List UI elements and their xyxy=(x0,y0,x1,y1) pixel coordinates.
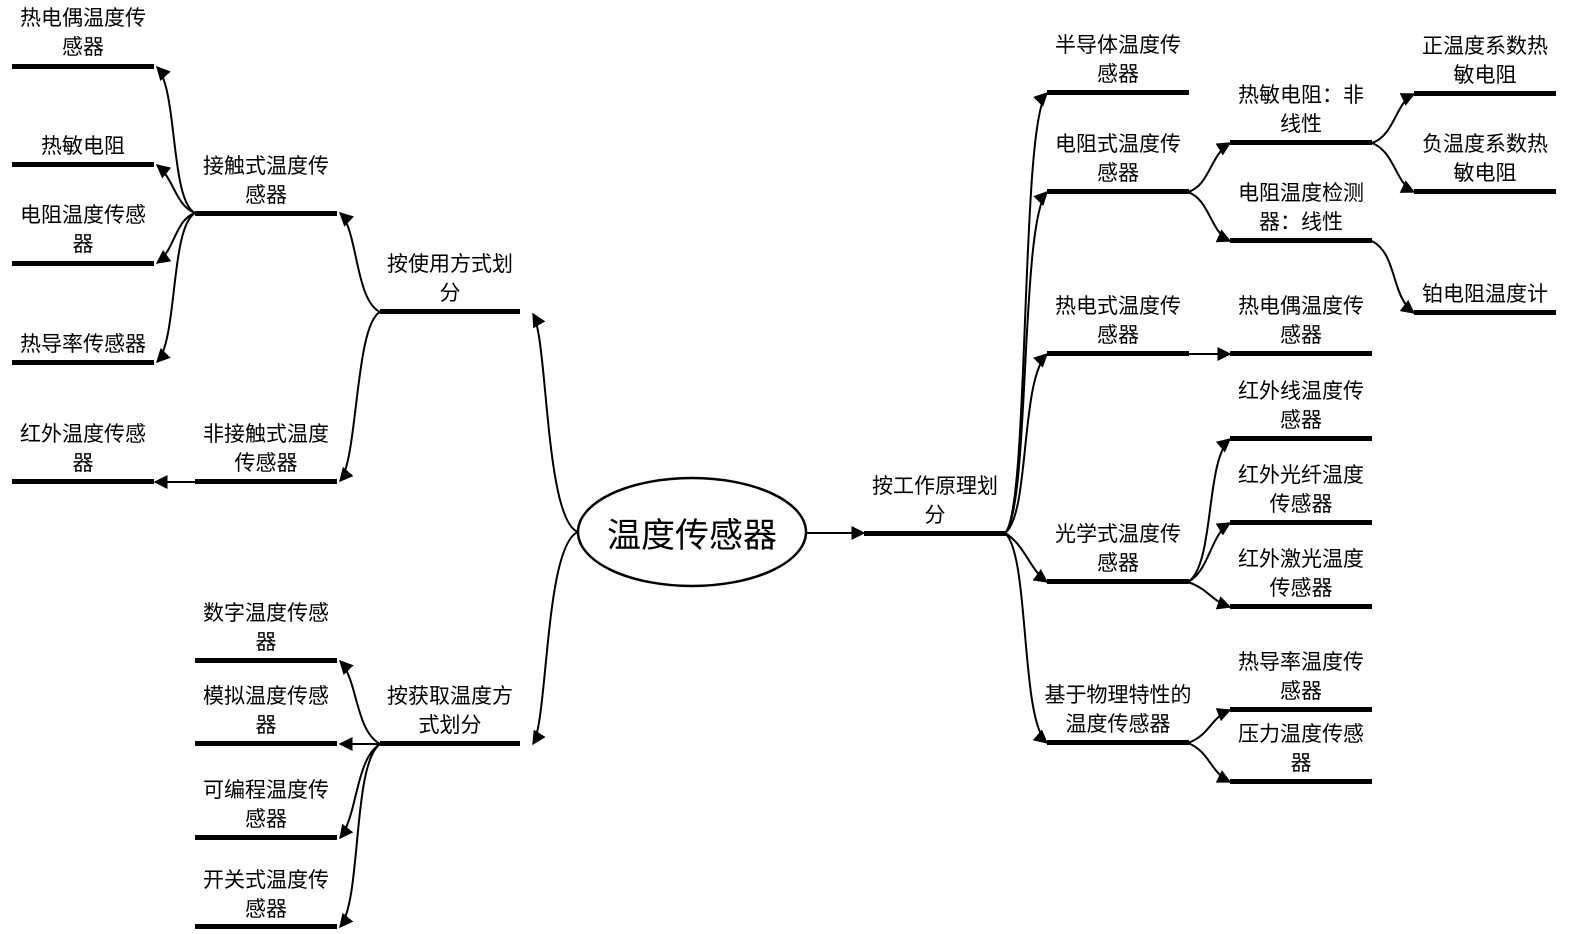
noncontact-child-bar-0 xyxy=(12,479,154,484)
link-contact-c1 xyxy=(156,65,196,214)
acq-child-bar-0 xyxy=(195,658,337,663)
contact-child-label-0: 热电偶温度传感器 xyxy=(20,6,146,59)
resistive-bar xyxy=(1047,189,1189,194)
acq-child-bar-2 xyxy=(195,835,337,840)
link-prin-res xyxy=(1004,190,1048,534)
optical-child-bar-0 xyxy=(1230,436,1372,441)
link-phys-c1 xyxy=(1187,708,1232,744)
link-root-usage xyxy=(532,312,579,533)
thermocouple-bar xyxy=(1230,351,1372,356)
link-phys-c2 xyxy=(1187,742,1232,783)
physical-bar xyxy=(1047,740,1189,745)
noncontact-label: 非接触式温度传感器 xyxy=(203,422,329,475)
link-prin-phys xyxy=(1004,532,1049,744)
noncontact-bar xyxy=(195,479,337,484)
link-opt-c2 xyxy=(1187,522,1232,583)
optical-label: 光学式温度传感器 xyxy=(1055,522,1181,575)
noncontact-child-label-0: 红外温度传感器 xyxy=(20,422,146,475)
optical-child-label-0: 红外线温度传感器 xyxy=(1238,379,1364,432)
thermistor-label: 热敏电阻：非线性 xyxy=(1238,83,1364,136)
acq-child-label-0: 数字温度传感器 xyxy=(203,601,329,654)
physical-child-label-1: 压力温度传感器 xyxy=(1238,722,1364,775)
link-prin-opt xyxy=(1004,532,1049,583)
platinum-bar xyxy=(1414,310,1556,315)
usage-bar xyxy=(380,309,520,314)
contact-bar xyxy=(195,211,337,216)
thermistor-bar xyxy=(1230,140,1372,145)
link-acq-c3 xyxy=(339,743,381,840)
optical-child-bar-1 xyxy=(1230,520,1372,525)
acquisition-bar xyxy=(380,741,520,746)
principle-bar xyxy=(864,531,1006,536)
physical-label: 基于物理特性的温度传感器 xyxy=(1044,683,1192,736)
contact-child-bar-3 xyxy=(12,360,154,365)
link-opt-c3 xyxy=(1187,581,1232,610)
physical-child-bar-0 xyxy=(1230,707,1372,712)
link-contact-c4 xyxy=(156,212,196,364)
contact-label: 接触式温度传感器 xyxy=(203,154,329,207)
link-res-thermistor xyxy=(1187,142,1232,193)
contact-child-label-3: 热导率传感器 xyxy=(20,332,146,356)
contact-child-bar-2 xyxy=(12,261,154,266)
rtd-label: 电阻温度检测器：线性 xyxy=(1238,181,1364,234)
contact-child-label-2: 电阻温度传感器 xyxy=(20,203,146,256)
optical-child-label-1: 红外光纤温度传感器 xyxy=(1238,463,1364,516)
root-node-label: 温度传感器 xyxy=(607,515,777,556)
contact-child-bar-0 xyxy=(12,64,154,69)
semiconductor-bar xyxy=(1047,90,1189,95)
link-res-rtd xyxy=(1187,191,1232,243)
ntc-bar xyxy=(1414,189,1556,194)
link-therm-ptc xyxy=(1371,93,1416,144)
physical-child-bar-1 xyxy=(1230,779,1372,784)
link-usage-contact xyxy=(338,212,381,313)
link-therm-ntc xyxy=(1371,142,1416,193)
contact-child-bar-1 xyxy=(12,162,154,167)
link-root-acquisition xyxy=(532,531,579,746)
optical-child-bar-2 xyxy=(1230,604,1372,609)
link-prin-thermo xyxy=(1004,353,1049,534)
usage-label: 按使用方式划分 xyxy=(387,252,513,305)
thermoelectric-label: 热电式温度传感器 xyxy=(1055,294,1181,347)
link-prin-semi xyxy=(1004,92,1048,534)
principle-label: 按工作原理划分 xyxy=(872,474,998,527)
link-contact-c3 xyxy=(155,212,196,264)
thermoelectric-bar xyxy=(1047,351,1189,356)
rtd-bar xyxy=(1230,238,1372,243)
ptc-label: 正温度系数热敏电阻 xyxy=(1422,34,1548,87)
optical-bar xyxy=(1047,579,1189,584)
link-contact-c2 xyxy=(155,164,196,214)
optical-child-label-2: 红外激光温度传感器 xyxy=(1238,547,1364,600)
acq-child-bar-1 xyxy=(195,741,337,746)
acq-child-label-1: 模拟温度传感器 xyxy=(203,684,329,737)
semiconductor-label: 半导体温度传感器 xyxy=(1055,33,1181,86)
physical-child-label-0: 热导率温度传感器 xyxy=(1238,650,1364,703)
link-rtd-pt xyxy=(1371,240,1416,314)
acq-child-bar-3 xyxy=(195,924,337,929)
thermocouple-label: 热电偶温度传感器 xyxy=(1238,294,1364,347)
link-acq-c1 xyxy=(339,659,381,745)
ptc-bar xyxy=(1414,91,1556,96)
contact-child-label-1: 热敏电阻 xyxy=(41,134,125,158)
link-usage-noncontact xyxy=(339,311,381,483)
link-opt-c1 xyxy=(1187,438,1232,583)
acquisition-label: 按获取温度方式划分 xyxy=(387,684,513,737)
platinum-label: 铂电阻温度计 xyxy=(1422,282,1548,306)
ntc-label: 负温度系数热敏电阻 xyxy=(1422,132,1548,185)
link-acq-c4 xyxy=(339,743,381,929)
acq-child-label-2: 可编程温度传感器 xyxy=(203,778,329,831)
resistive-label: 电阻式温度传感器 xyxy=(1055,132,1181,185)
acq-child-label-3: 开关式温度传感器 xyxy=(203,868,329,921)
